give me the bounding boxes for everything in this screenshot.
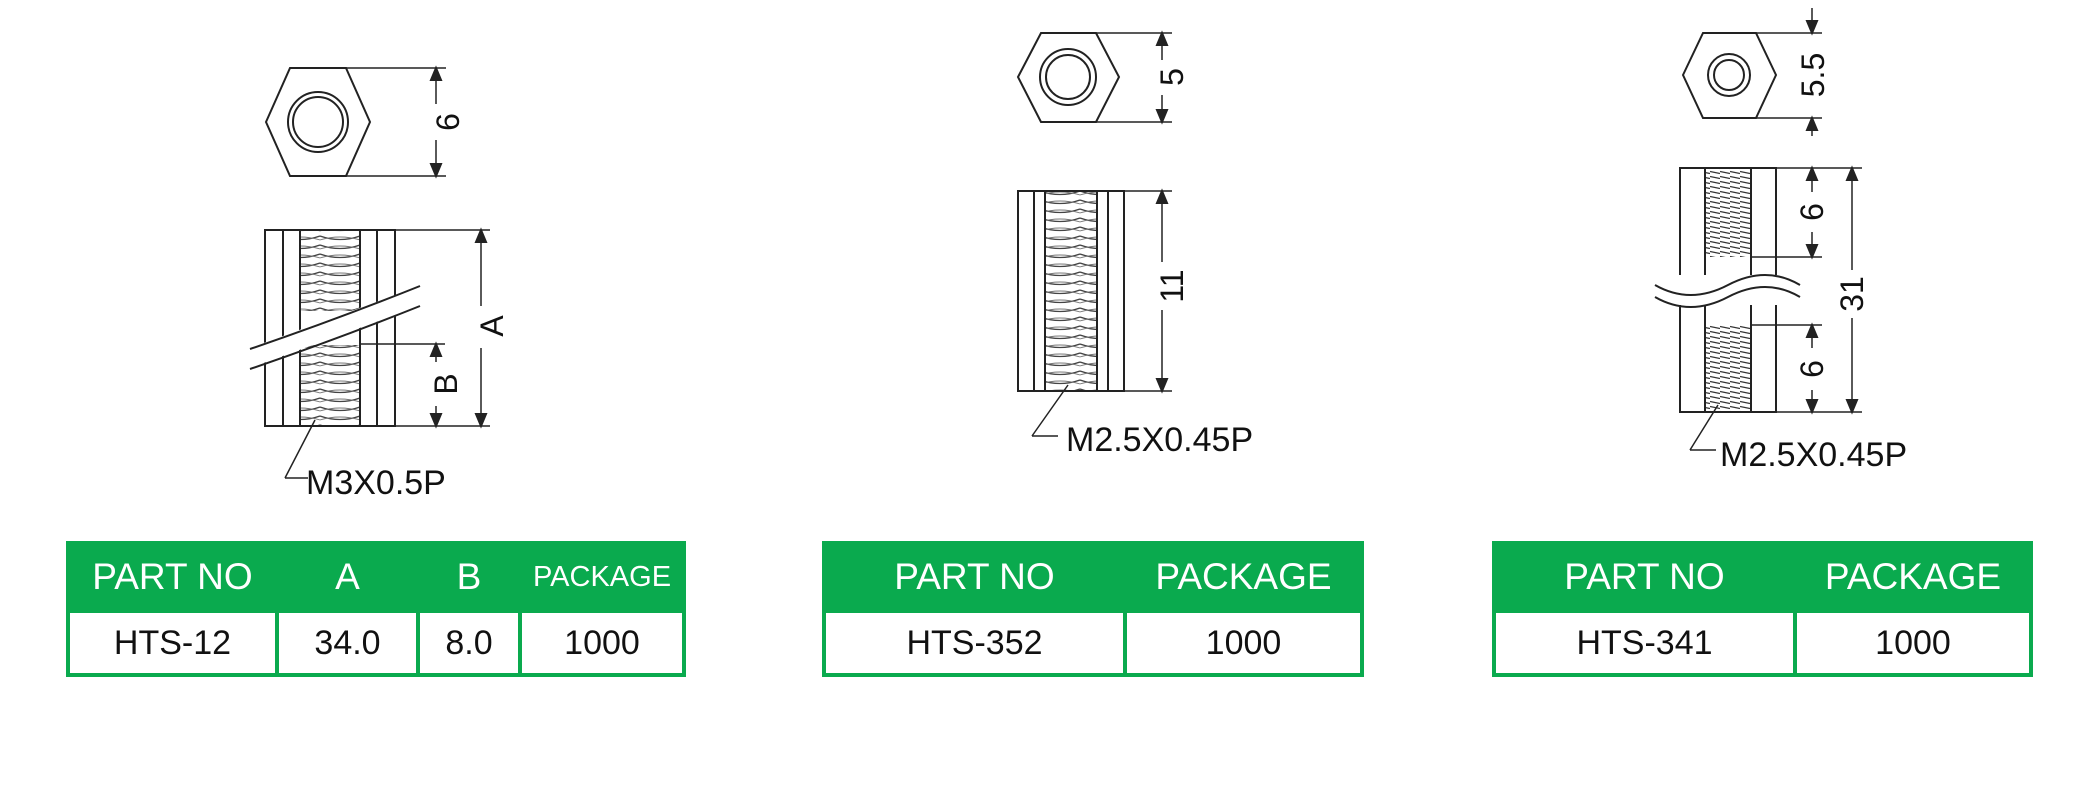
thread-spec-label-3: M2.5X0.45P (1720, 436, 1907, 474)
cell-package: 1000 (1123, 609, 1362, 675)
spec-table-hts-12: PART NO A B PACKAGE HTS-12 34.0 8.0 1000 (66, 541, 686, 677)
total-length-label: 31 (1834, 276, 1870, 312)
table-row: HTS-341 1000 (1494, 609, 2031, 675)
header-package: PACKAGE (518, 543, 684, 611)
table-header-row: PART NO PACKAGE (1494, 543, 2031, 611)
cell-package: 1000 (518, 609, 684, 675)
cell-part-no: HTS-352 (824, 609, 1125, 675)
cell-a: 34.0 (275, 609, 418, 675)
table-row: HTS-352 1000 (824, 609, 1362, 675)
hex-top-view-2 (1016, 30, 1172, 125)
header-part-no: PART NO (824, 543, 1125, 611)
standoff-3-drawing (1650, 8, 1862, 451)
side-view-1 (249, 227, 490, 479)
thread-spec-label-2: M2.5X0.45P (1066, 421, 1253, 459)
length-a-label: A (474, 315, 510, 337)
spec-table-hts-352: PART NO PACKAGE HTS-352 1000 (822, 541, 1364, 677)
header-a: A (275, 543, 418, 611)
thread-length-top-label: 6 (1794, 203, 1830, 221)
table-header-row: PART NO A B PACKAGE (66, 543, 684, 611)
spec-table-hts-341: PART NO PACKAGE HTS-341 1000 (1492, 541, 2033, 677)
header-part-no: PART NO (66, 543, 277, 611)
table-header-row: PART NO PACKAGE (824, 543, 1362, 611)
cell-part-no: HTS-341 (1494, 609, 1795, 675)
side-view-3 (1650, 165, 1862, 451)
header-b: B (416, 543, 520, 611)
cell-package: 1000 (1793, 609, 2031, 675)
header-package: PACKAGE (1123, 543, 1362, 611)
header-package: PACKAGE (1793, 543, 2031, 611)
length-label-2: 11 (1154, 269, 1190, 302)
standoff-2-drawing (1016, 30, 1172, 437)
hex-top-view-1 (264, 65, 446, 179)
cell-b: 8.0 (416, 609, 520, 675)
cell-part-no: HTS-12 (68, 609, 277, 675)
thread-length-bottom-label: 6 (1794, 360, 1830, 378)
thread-spec-label-1: M3X0.5P (306, 464, 446, 502)
side-view-2 (1017, 188, 1172, 437)
table-row: HTS-12 34.0 8.0 1000 (68, 609, 684, 675)
header-part-no: PART NO (1494, 543, 1795, 611)
hex-dimension-label-3: 5.5 (1795, 53, 1831, 97)
standoff-1-drawing (249, 65, 490, 479)
length-b-label: B (428, 373, 464, 394)
hex-top-view-3 (1681, 8, 1822, 136)
hex-dimension-label-1: 6 (430, 113, 466, 131)
hex-dimension-label-2: 5 (1154, 68, 1190, 86)
